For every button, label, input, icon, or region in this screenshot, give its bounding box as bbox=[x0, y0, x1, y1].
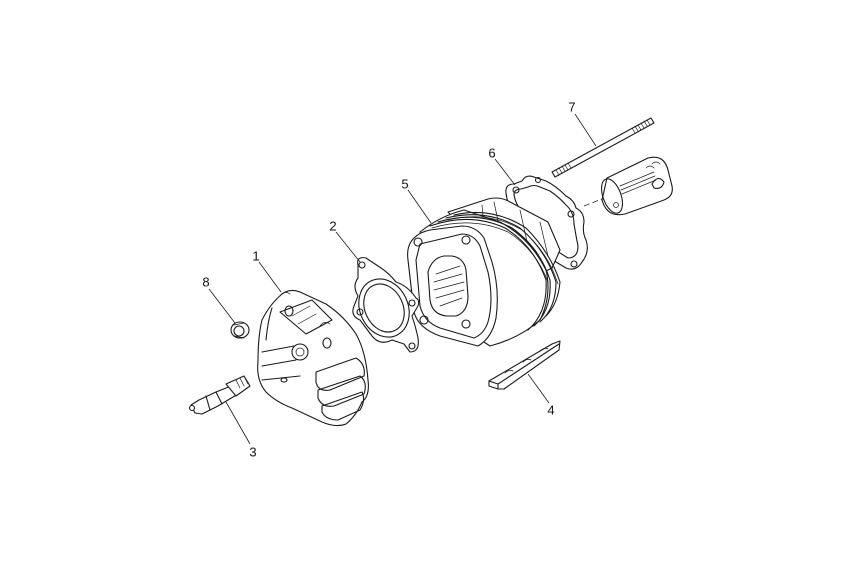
cylinder-drawing bbox=[407, 197, 561, 347]
spark-plug-drawing bbox=[188, 375, 251, 415]
guide-shoe-drawing bbox=[488, 340, 561, 390]
nut-drawing bbox=[230, 321, 250, 339]
callout-label-1: 1 bbox=[252, 248, 260, 264]
cylinder-head-gasket-drawing bbox=[352, 257, 420, 353]
callout-label-8: 8 bbox=[202, 274, 210, 290]
piston-drawing bbox=[583, 156, 673, 216]
callout-label-3: 3 bbox=[249, 444, 257, 460]
leader-lines bbox=[208, 113, 597, 445]
cylinder-head-drawing bbox=[257, 289, 369, 427]
callout-label-2: 2 bbox=[329, 218, 337, 234]
callout-label-6: 6 bbox=[488, 145, 496, 161]
stud-bolt-drawing bbox=[551, 117, 655, 178]
callout-label-4: 4 bbox=[547, 402, 555, 418]
callout-label-7: 7 bbox=[568, 99, 576, 115]
callout-label-5: 5 bbox=[401, 176, 409, 192]
